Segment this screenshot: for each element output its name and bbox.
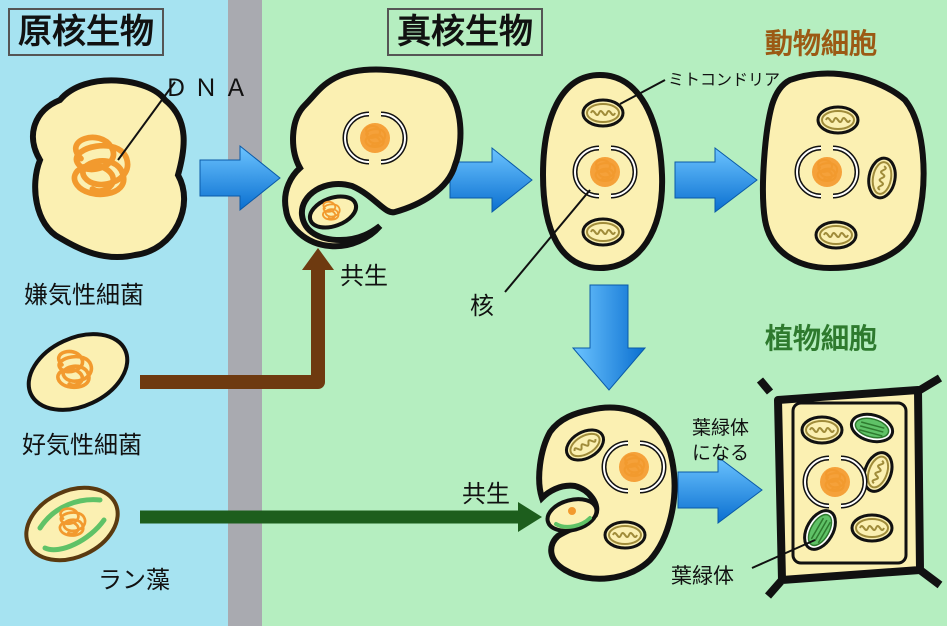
nucleus-label: 核 xyxy=(470,292,494,320)
mitochondria-icon xyxy=(603,520,647,550)
animal-cell-title: 動物細胞 xyxy=(765,27,878,60)
cyanobacterium-thylakoid xyxy=(42,517,107,553)
animal-cell xyxy=(759,70,927,272)
dna-label: ＤＮＡ xyxy=(164,74,254,102)
mitochondria-pointer-line xyxy=(619,79,666,105)
anaerobic-bacteria-label: 嫌気性細菌 xyxy=(24,281,144,309)
symbiosis-arrow-aerobic-head xyxy=(302,248,334,270)
aerobic-bacteria-label: 好気性細菌 xyxy=(22,431,142,459)
arrow-right-3 xyxy=(674,146,758,214)
plant-cell-title: 植物細胞 xyxy=(765,322,878,355)
symbiosis-label-top: 共生 xyxy=(340,262,388,290)
nucleus-pointer-line xyxy=(504,189,591,293)
mitochondria-icon xyxy=(581,217,625,247)
mitochondria-icon xyxy=(814,220,858,250)
cyanobacteria-label: ラン藻 xyxy=(98,566,170,594)
mitochondria-icon xyxy=(850,513,894,543)
chloroplast-label: 葉緑体 xyxy=(671,564,734,588)
eukaryote-title: 真核生物 xyxy=(387,8,543,56)
dna-pointer-line xyxy=(117,81,176,161)
symbiosis-label-bottom: 共生 xyxy=(462,480,510,508)
arrow-right-2 xyxy=(449,146,533,214)
engulfed-cyano-dna xyxy=(568,507,576,515)
symbiosis-arrow-cyanobacteria-head xyxy=(518,502,542,532)
mitochondria-label: ミトコンドリア xyxy=(668,70,781,89)
cyanobacterium-thylakoid xyxy=(37,497,103,531)
mitochondria-icon xyxy=(816,105,860,135)
mitochondria-icon xyxy=(800,415,844,445)
mitochondria-icon xyxy=(581,98,625,128)
arrow-down xyxy=(571,284,647,391)
chloroplast-pointer-line xyxy=(751,539,816,569)
prokaryote-title: 原核生物 xyxy=(8,8,164,56)
engulfing-cell xyxy=(282,66,464,250)
symbiosis-arrow-aerobic xyxy=(140,268,325,389)
engulfed-cyano-thylakoid xyxy=(554,516,592,529)
becomes-chloroplast-label-1: 葉緑体 xyxy=(692,417,750,439)
arrow-right-1 xyxy=(199,144,281,212)
becomes-chloroplast-label-2: になる xyxy=(692,442,750,464)
arrow-right-4 xyxy=(677,456,763,524)
